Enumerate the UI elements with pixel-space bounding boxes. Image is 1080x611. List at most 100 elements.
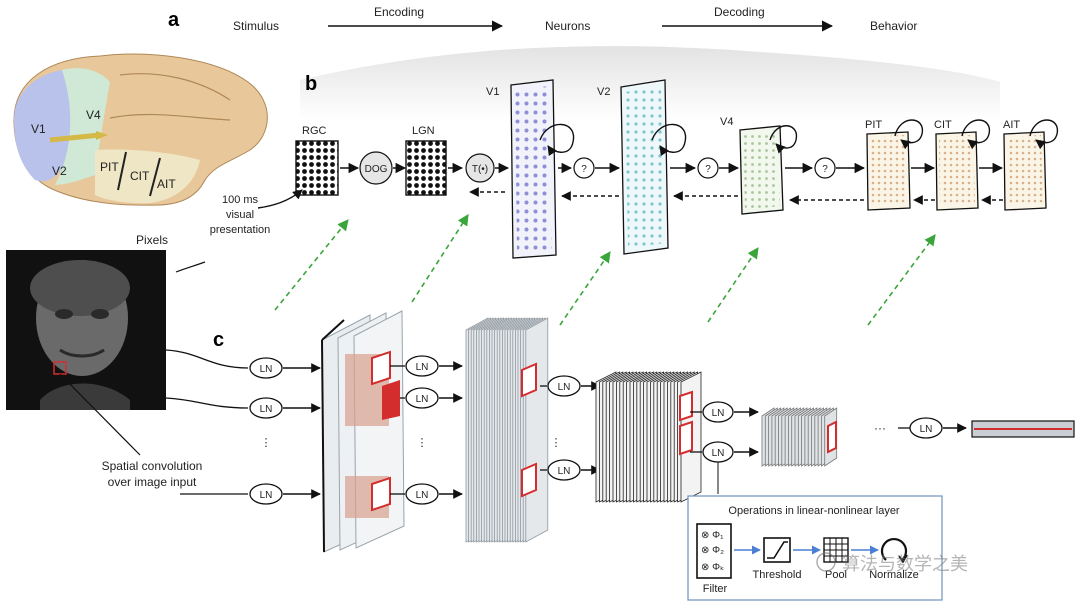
ops-box: Operations in linear-nonlinear layer ⊗ Φ… <box>687 495 943 601</box>
watermark-text: 算法与数学之美 <box>842 554 968 574</box>
spatial-conv-line1: Spatial convolution <box>102 459 203 473</box>
panel-b-letter: b <box>305 73 317 95</box>
brain-label-cit: CIT <box>130 169 150 183</box>
green-arrow-3 <box>559 251 611 326</box>
ln-node-l1-a: LN <box>249 357 283 379</box>
stage-label-v4: V4 <box>720 116 733 128</box>
more-layers-ellipsis: ··· <box>874 421 886 435</box>
brain-label-v4: V4 <box>86 108 101 122</box>
filter-term-1: ⊗ Φ₁ <box>701 530 724 541</box>
panel-a-letter: a <box>168 9 180 31</box>
feature-stack-2 <box>465 317 549 543</box>
receptive-field-highlight <box>521 462 537 498</box>
svg-text:LN: LN <box>712 408 725 419</box>
ln-ellipsis-l3: ⋮ <box>551 437 562 449</box>
svg-text:LN: LN <box>416 362 429 373</box>
ln-node-l3-b: LN <box>547 459 581 481</box>
ln-node-final: LN <box>909 417 943 439</box>
v2-recurrent-loop <box>651 123 687 157</box>
threshold-node <box>465 153 495 183</box>
ln-node-l4-a: LN <box>702 401 734 423</box>
ait-neurons <box>1007 135 1043 206</box>
presentation-arrow <box>257 189 303 209</box>
receptive-field-highlight <box>679 390 693 422</box>
ops-box-title: Operations in linear-nonlinear layer <box>728 505 900 517</box>
flow-behavior: Behavior <box>870 19 917 33</box>
stage-label-ait: AIT <box>1003 119 1020 131</box>
v4-recurrent-loop <box>769 125 797 154</box>
receptive-field-highlight <box>521 362 537 398</box>
stage-label-rgc: RGC <box>302 125 327 137</box>
feature-stack-4 <box>761 407 838 467</box>
monkey-brain-illustration <box>13 53 268 206</box>
ln-node-l2-a: LN <box>405 355 439 377</box>
presentation-note-line1: 100 ms <box>222 194 259 206</box>
ln-node-l1-c: LN <box>249 483 283 505</box>
brain-label-v2: V2 <box>52 164 67 178</box>
filter-term-3: ⊗ Φₖ <box>701 562 724 573</box>
dog-node <box>359 151 393 185</box>
green-arrow-5 <box>867 234 936 326</box>
receptive-field-highlight <box>827 420 837 454</box>
flow-decoding: Decoding <box>714 5 765 19</box>
receptive-field-highlight <box>679 420 693 456</box>
input-portrait-image <box>6 250 166 410</box>
ln-ellipsis-l2: ⋮ <box>417 437 428 449</box>
cit-recurrent-loop <box>961 119 990 150</box>
ops-step-normalize: Normalize <box>869 569 919 581</box>
stage-label-dog: DOG <box>365 164 388 175</box>
svg-text:LN: LN <box>260 364 273 375</box>
brain-label-pit: PIT <box>100 160 119 174</box>
conv-pointer <box>59 373 141 456</box>
svg-text:LN: LN <box>920 424 933 435</box>
output-layer-bar <box>971 420 1075 438</box>
pit-recurrent-loop <box>894 119 923 150</box>
svg-text:LN: LN <box>260 404 273 415</box>
ln-node-l2-c: LN <box>405 483 439 505</box>
ln-node-l1-b: LN <box>249 397 283 419</box>
flow-encoding: Encoding <box>374 5 424 19</box>
ait-recurrent-loop <box>1029 119 1058 150</box>
svg-text:LN: LN <box>260 490 273 501</box>
wechat-icon <box>816 552 836 572</box>
ln-ellipsis-l1: ⋮ <box>261 437 272 449</box>
watermark: 算法与数学之美 <box>816 552 968 574</box>
stage-label-v2: V2 <box>597 86 610 98</box>
unknown-op-3 <box>814 157 836 179</box>
svg-text:LN: LN <box>558 382 571 393</box>
svg-text:LN: LN <box>416 394 429 405</box>
feature-map-layer <box>525 317 549 543</box>
ln-node-l4-b: LN <box>702 441 734 463</box>
presentation-note-line2: visual <box>226 209 254 221</box>
feature-stack-1 <box>321 310 405 553</box>
input-wire-2 <box>165 397 249 409</box>
rgc-grid <box>295 140 339 196</box>
cit-neurons <box>939 135 975 206</box>
v1-neurons <box>515 86 552 253</box>
ops-step-pool: Pool <box>825 569 847 581</box>
feature-stack-3 <box>595 371 702 503</box>
unknown-op-3-label: ? <box>822 164 828 175</box>
input-wire-1 <box>165 349 249 369</box>
stage-label-cit: CIT <box>934 119 952 131</box>
flow-neurons: Neurons <box>545 19 590 33</box>
brain-label-ait: AIT <box>157 177 176 191</box>
pixels-label: Pixels <box>136 233 168 247</box>
flow-stimulus: Stimulus <box>233 19 279 33</box>
green-arrow-2 <box>411 214 469 303</box>
svg-text:LN: LN <box>558 466 571 477</box>
unknown-op-1-label: ? <box>581 164 587 175</box>
green-arrow-1 <box>274 219 349 311</box>
svg-text:LN: LN <box>712 448 725 459</box>
stage-label-pit: PIT <box>865 119 882 131</box>
green-arrow-4 <box>707 247 759 323</box>
unknown-op-2 <box>697 157 719 179</box>
panel-c-letter: c <box>213 329 224 351</box>
stage-label-v1: V1 <box>486 86 499 98</box>
filter-term-2: ⊗ Φ₂ <box>701 545 724 556</box>
stage-label-lgn: LGN <box>412 125 435 137</box>
ops-step-threshold: Threshold <box>753 569 802 581</box>
filter-icon <box>696 523 732 579</box>
